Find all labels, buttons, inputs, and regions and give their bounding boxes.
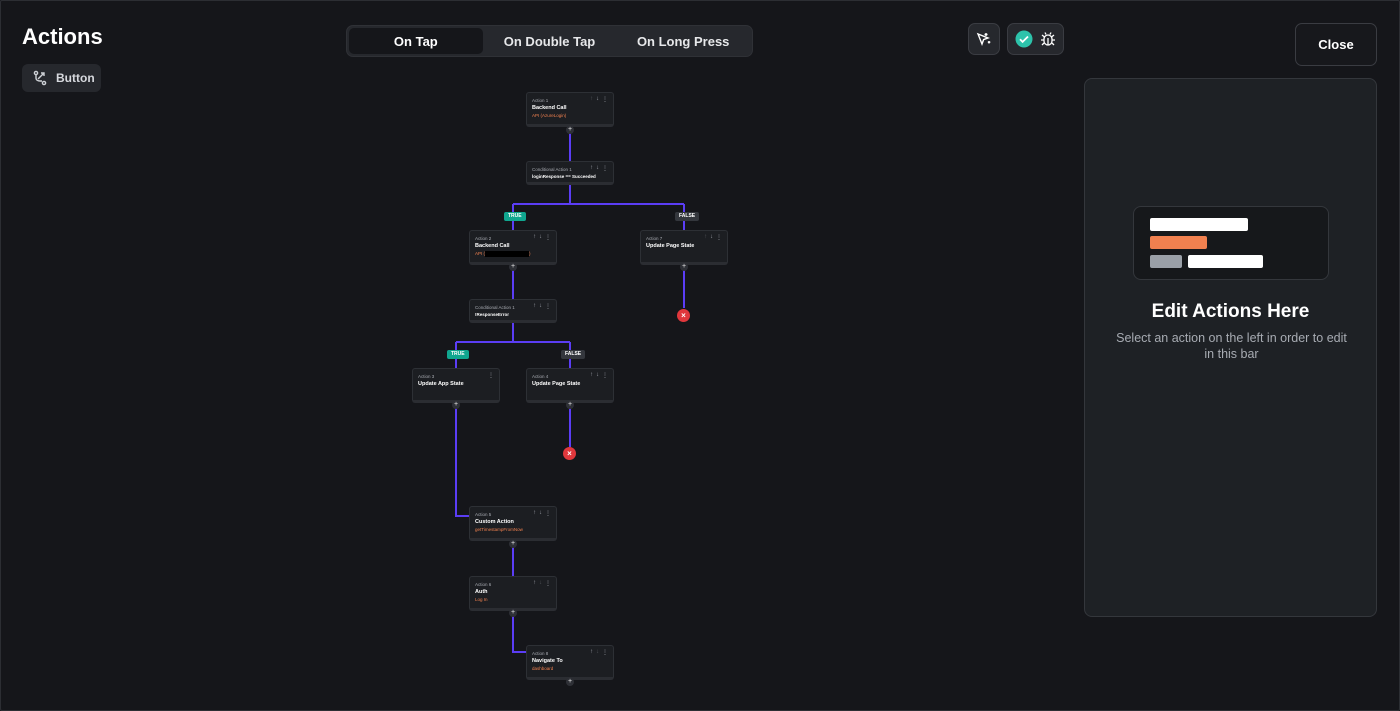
- true-branch-badge: TRUE: [504, 212, 526, 221]
- action-node-2[interactable]: Action 2 Backend Call API () ↑↓⋮: [469, 230, 557, 265]
- terminate-icon[interactable]: ×: [677, 309, 690, 322]
- more-icon: ⋮: [602, 650, 608, 656]
- more-icon: ⋮: [602, 166, 608, 172]
- move-up-icon: ↑: [533, 303, 536, 309]
- more-icon: ⋮: [545, 235, 551, 241]
- add-action-button[interactable]: +: [566, 401, 574, 409]
- add-action-button[interactable]: +: [509, 609, 517, 617]
- page-title: Actions: [22, 24, 103, 49]
- move-down-icon: ↓: [710, 234, 713, 240]
- move-up-icon: ↑: [590, 372, 593, 378]
- action-node-8[interactable]: Action 8 Navigate To dashboard ↑↓⋮: [526, 645, 614, 680]
- branch-icon: [33, 70, 47, 86]
- add-action-button[interactable]: +: [680, 263, 688, 271]
- widget-chip[interactable]: Button: [22, 64, 101, 92]
- action-node-6[interactable]: Action 6 Auth Log In ↑↓⋮: [469, 576, 557, 611]
- tab-on-double-tap[interactable]: On Double Tap: [503, 33, 596, 49]
- widget-chip-label: Button: [56, 71, 95, 85]
- terminate-icon[interactable]: ×: [563, 447, 576, 460]
- move-up-icon: ↑: [590, 165, 593, 171]
- more-icon: ⋮: [545, 581, 551, 587]
- action-node-3[interactable]: Action 3 Update App State ⋮: [412, 368, 500, 403]
- add-action-button[interactable]: +: [509, 263, 517, 271]
- add-action-button[interactable]: +: [566, 126, 574, 134]
- more-icon: ⋮: [545, 511, 551, 517]
- move-down-icon: ↓: [539, 510, 542, 516]
- add-action-button[interactable]: +: [509, 540, 517, 548]
- redacted-text: [485, 251, 530, 257]
- action-node-5[interactable]: Action 5 Custom Action getTimestampFromN…: [469, 506, 557, 541]
- move-down-icon: ↓: [539, 580, 542, 586]
- move-down-icon: ↓: [596, 372, 599, 378]
- move-down-icon: ↓: [596, 165, 599, 171]
- move-up-icon: ↑: [590, 96, 593, 102]
- magic-cursor-icon: [976, 32, 991, 46]
- close-button[interactable]: Close: [1295, 23, 1377, 66]
- edit-panel: Edit Actions Here Select an action on th…: [1084, 78, 1377, 617]
- move-up-icon: ↑: [590, 649, 593, 655]
- move-up-icon: ↑: [533, 510, 536, 516]
- tab-on-long-press[interactable]: On Long Press: [636, 33, 730, 49]
- conditional-node-2[interactable]: Conditional Action 1 !ResponseError ↑↓⋮: [469, 299, 557, 323]
- move-down-icon: ↓: [596, 649, 599, 655]
- conditional-node-1[interactable]: Conditional Action 1 loginResponse == Su…: [526, 161, 614, 185]
- move-up-icon: ↑: [533, 580, 536, 586]
- ai-action-button[interactable]: [968, 23, 1000, 55]
- panel-title: Edit Actions Here: [1151, 301, 1310, 322]
- more-icon: ⋮: [488, 373, 494, 379]
- false-branch-badge: FALSE: [561, 350, 586, 359]
- check-circle-icon[interactable]: [1015, 30, 1033, 48]
- action-node-1[interactable]: Action 1 Backend Call API (AzureLogin) ↑…: [526, 92, 614, 127]
- move-down-icon: ↓: [596, 96, 599, 102]
- move-down-icon: ↓: [539, 234, 542, 240]
- move-up-icon: ↑: [533, 234, 536, 240]
- validate-debug-group: [1007, 23, 1064, 55]
- more-icon: ⋮: [602, 97, 608, 103]
- more-icon: ⋮: [716, 235, 722, 241]
- action-node-7[interactable]: Action 7 Update Page State ↑↓⋮: [640, 230, 728, 265]
- add-action-button[interactable]: +: [566, 678, 574, 686]
- trigger-tabs: On Tap On Double Tap On Long Press: [346, 25, 753, 57]
- tab-on-tap[interactable]: On Tap: [349, 28, 483, 54]
- false-branch-badge: FALSE: [675, 212, 700, 221]
- true-branch-badge: TRUE: [447, 350, 469, 359]
- more-icon: ⋮: [545, 304, 551, 310]
- add-action-button[interactable]: +: [452, 401, 460, 409]
- move-up-icon: ↑: [704, 234, 707, 240]
- bug-icon[interactable]: [1039, 30, 1057, 48]
- panel-subtitle: Select an action on the left in order to…: [1116, 331, 1347, 361]
- action-node-4[interactable]: Action 4 Update Page State ↑↓⋮: [526, 368, 614, 403]
- move-down-icon: ↓: [539, 303, 542, 309]
- panel-illustration: [1133, 206, 1329, 280]
- more-icon: ⋮: [602, 373, 608, 379]
